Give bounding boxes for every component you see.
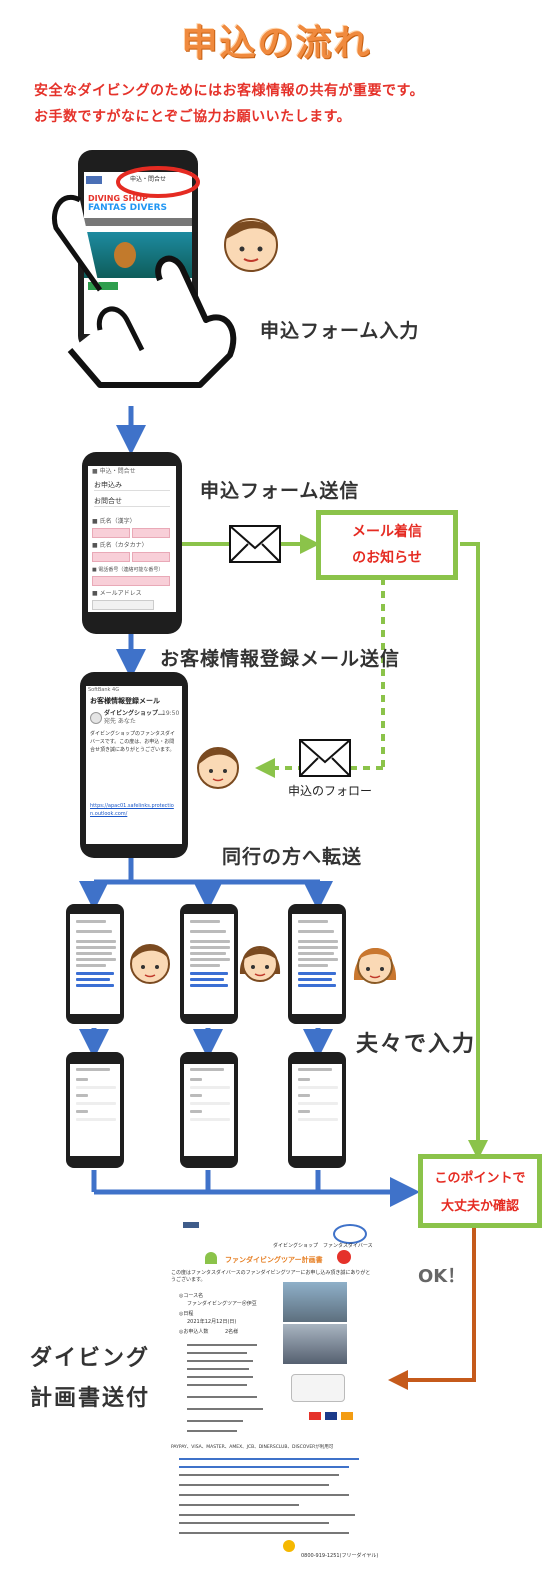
mail-subject: お客様情報登録メール: [90, 697, 160, 705]
companion-mail-phone-2: [180, 904, 238, 1024]
step-form-submit: 申込フォーム送信: [200, 480, 360, 502]
phone-form: ■ 申込・問合せ お申込み お問合せ ■ 氏名（漢字） ■ 氏名（カタカナ） ■…: [82, 452, 182, 634]
page-title: 申込の流れ: [181, 23, 372, 64]
mail-time: 19:50: [162, 710, 180, 717]
customer-face-small-icon: [197, 747, 239, 789]
companion-face-woman-icon: [353, 948, 397, 984]
doc-date-label: ◎日程: [179, 1311, 194, 1317]
plan-document: ダイビングショップ ファンタスダイバース ファンダイビングツアー計画書 この度は…: [165, 1222, 380, 1567]
step-plan-send-line2: 計画書送付: [30, 1386, 151, 1411]
companion-face-girl-icon: [239, 946, 281, 982]
shop-logo-small: [86, 176, 102, 184]
mail-arrival-box: メール着信 のお知らせ: [316, 510, 458, 580]
confirm-line1: このポイントで: [434, 1171, 526, 1186]
mail-arrival-line1: メール着信: [352, 524, 422, 540]
companion-mail-phone-3: [288, 904, 346, 1024]
step-plan-send-line1: ダイビング: [30, 1346, 151, 1371]
field-name-kana-label: ■ 氏名（カタカナ）: [92, 542, 148, 549]
hand-illustration: [52, 195, 237, 388]
companion-form-phone-1: [66, 1052, 124, 1168]
doc-shop-name: ダイビングショップ ファンタスダイバース: [273, 1243, 373, 1249]
doc-contact: 0800-919-1251(フリーダイヤル): [301, 1553, 379, 1559]
menu-contact[interactable]: お問合せ: [94, 496, 170, 507]
mail-to: 宛先 あなた: [104, 718, 136, 725]
customer-face-icon: [224, 218, 278, 272]
logo-line2: FANTAS DIVERS: [88, 203, 167, 213]
companion-form-phone-2: [180, 1052, 238, 1168]
email-input[interactable]: [92, 600, 154, 610]
field-phone-label: ■ 電話番号（連絡可能な番号）: [92, 567, 164, 573]
mail-envelope-icon: [229, 525, 281, 563]
name-kanji-input-1[interactable]: [92, 528, 130, 538]
step-forward: 同行の方へ転送: [222, 846, 363, 868]
step-form-input: 申込フォーム入力: [260, 320, 420, 342]
follow-label: 申込のフォロー: [288, 784, 373, 798]
status-bar: SoftBank 4G: [88, 687, 120, 693]
mail-body: ダイビングショップのファンタスダイバースです。この度は、お申込・お問合せ頂き誠に…: [90, 731, 176, 753]
step-customer-mail: お客様情報登録メール送信: [160, 648, 401, 670]
form-screen: ■ 申込・問合せ お申込み お問合せ ■ 氏名（漢字） ■ 氏名（カタカナ） ■…: [88, 466, 176, 612]
doc-date-value: 2021年12月12日(日): [187, 1319, 237, 1325]
doc-photo-station: [283, 1282, 347, 1322]
green-button[interactable]: [88, 282, 118, 290]
step-each-input: 夫々で入力: [356, 1032, 477, 1057]
intro-line-1: 安全なダイビングのためにはお客様情報の共有が重要です。: [34, 83, 425, 99]
sender-avatar: [90, 712, 102, 724]
menu-bar[interactable]: [84, 218, 192, 226]
mail-screen: SoftBank 4G お客様情報登録メール ダイビングショップ… 19:50 …: [86, 686, 182, 844]
menu-apply[interactable]: お申込み: [94, 480, 170, 491]
name-kana-input-2[interactable]: [132, 552, 170, 562]
doc-course-label: ◎コース名: [179, 1293, 204, 1299]
doc-people-value: 2名様: [225, 1329, 239, 1335]
field-email-label: ■ メールアドレス: [92, 590, 142, 597]
mail-sender: ダイビングショップ…: [104, 710, 165, 717]
ok-label: OK！: [418, 1266, 466, 1287]
doc-photo-van: [291, 1374, 345, 1402]
confirm-line2: 大丈夫か確認: [440, 1199, 519, 1214]
mail-link[interactable]: https://apac01.safelinks.protection.outl…: [90, 803, 174, 817]
doc-photo-street: [283, 1324, 347, 1364]
companion-face-boy-icon: [130, 944, 170, 984]
phone-mail: SoftBank 4G お客様情報登録メール ダイビングショップ… 19:50 …: [80, 672, 188, 858]
companion-form-phone-3: [288, 1052, 346, 1168]
name-kanji-input-2[interactable]: [132, 528, 170, 538]
logo-line1: DIVING SHOP: [88, 194, 148, 203]
follow-envelope-icon: [299, 739, 351, 777]
field-name-kanji-label: ■ 氏名（漢字）: [92, 518, 136, 525]
confirm-box: このポイントで 大丈夫か確認: [418, 1154, 542, 1228]
intro-line-2: お手数ですがなにとぞご協力お願いいたします。: [34, 109, 352, 125]
highlight-circle: [116, 166, 200, 198]
doc-payment-text: PAYPAY、VISA、MASTER、AMEX、JCB、DINERSCLUB、D…: [171, 1445, 334, 1450]
mail-arrival-line2: のお知らせ: [352, 550, 422, 566]
name-kana-input-1[interactable]: [92, 552, 130, 562]
nav-apply[interactable]: 申込・問合せ: [130, 176, 167, 183]
doc-title: ファンダイビングツアー計画書: [225, 1256, 323, 1264]
doc-course-value: ファンダイビングツアー＠伊豆: [187, 1301, 257, 1307]
doc-people-label: ◎お申込人数: [179, 1329, 209, 1335]
phone-input[interactable]: [92, 576, 170, 586]
doc-intro: この度はファンタスダイバースのファンダイビングツアーにお申し込み頂き誠にありがと…: [171, 1270, 371, 1283]
companion-mail-phone-1: [66, 904, 124, 1024]
